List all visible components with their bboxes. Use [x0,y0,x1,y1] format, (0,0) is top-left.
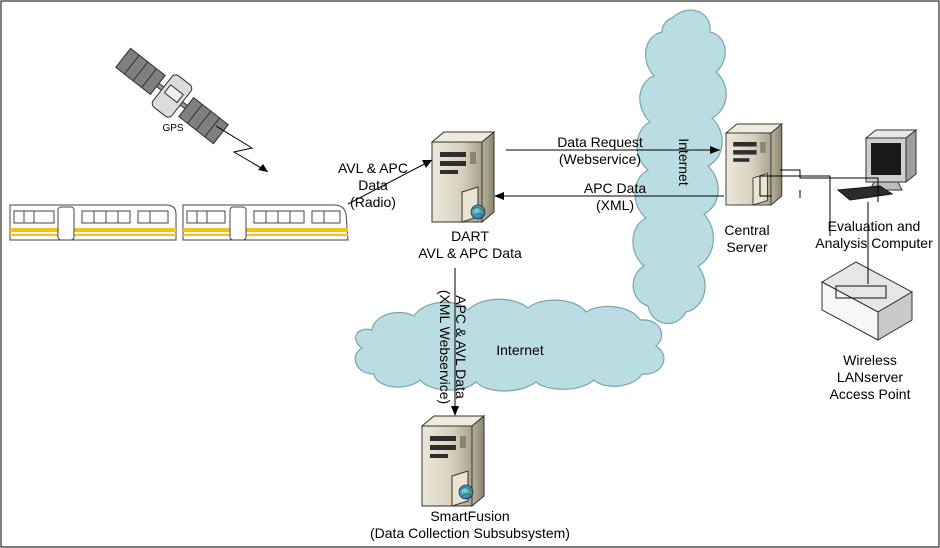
data-request-line-1: Data Request [557,134,643,150]
wireless-ap-line-1: Wireless [843,352,897,368]
wireless-ap-line-3: Access Point [829,386,911,402]
avl-apc-radio-line-1: AVL & APC [337,160,409,176]
xml-webservice-line-2: (XML Webservice) [437,289,453,405]
data-request-line-2: (Webservice) [558,151,642,167]
avl-apc-radio-line-3: (Radio) [350,194,396,210]
xml-webservice-label: APC & AVL Data (XML Webservice) [437,282,469,412]
smartfusion-label: SmartFusion (Data Collection Subsubsyste… [360,508,580,542]
smartfusion-line-2: (Data Collection Subsubsystem) [370,525,570,541]
apc-data-xml-line-1: APC Data [583,180,647,196]
dart-label: DART AVL & APC Data [400,228,540,262]
globe-icon [470,204,486,220]
computer-icon [836,128,918,201]
avl-apc-radio-label: AVL & APC Data (Radio) [328,160,418,211]
radio-signal [215,125,269,173]
gps-label: GPS [162,123,184,134]
satellite-icon [115,47,229,145]
train-icon [9,204,349,241]
wireless-ap-label: Wireless LANserver Access Point [810,352,930,403]
wireless-ap-line-2: LANserver [836,369,904,385]
apc-data-xml-line-2: (XML) [595,197,635,213]
connectors [347,149,879,410]
server-icon-dart [431,131,495,223]
dart-line-1: DART [451,228,489,244]
xml-webservice-line-1: APC & AVL Data [453,295,469,399]
evaluation-computer-label: Evaluation and Analysis Computer [808,218,940,252]
internet-top-label: Internet [676,138,692,186]
dart-line-2: AVL & APC Data [418,245,522,261]
avl-apc-radio-line-2: Data [358,177,388,193]
central-server-line-1: Central [724,222,770,238]
internet-cloud-bottom [354,298,665,392]
access-point-icon [820,261,914,341]
server-icon-smartfusion [421,415,485,507]
internet-bottom-label: Internet [496,342,544,358]
central-server-line-2: Server [726,239,768,255]
smartfusion-line-1: SmartFusion [430,508,510,524]
internet-cloud-top [632,9,727,325]
apc-data-xml-label: APC Data (XML) [560,180,670,214]
server-icon-central [725,123,783,206]
globe-icon [458,484,474,500]
central-server-label: Central Server [712,222,782,256]
evaluation-computer-line-1: Evaluation and [827,218,921,234]
data-request-label: Data Request (Webservice) [540,134,660,168]
evaluation-computer-line-2: Analysis Computer [815,235,933,251]
